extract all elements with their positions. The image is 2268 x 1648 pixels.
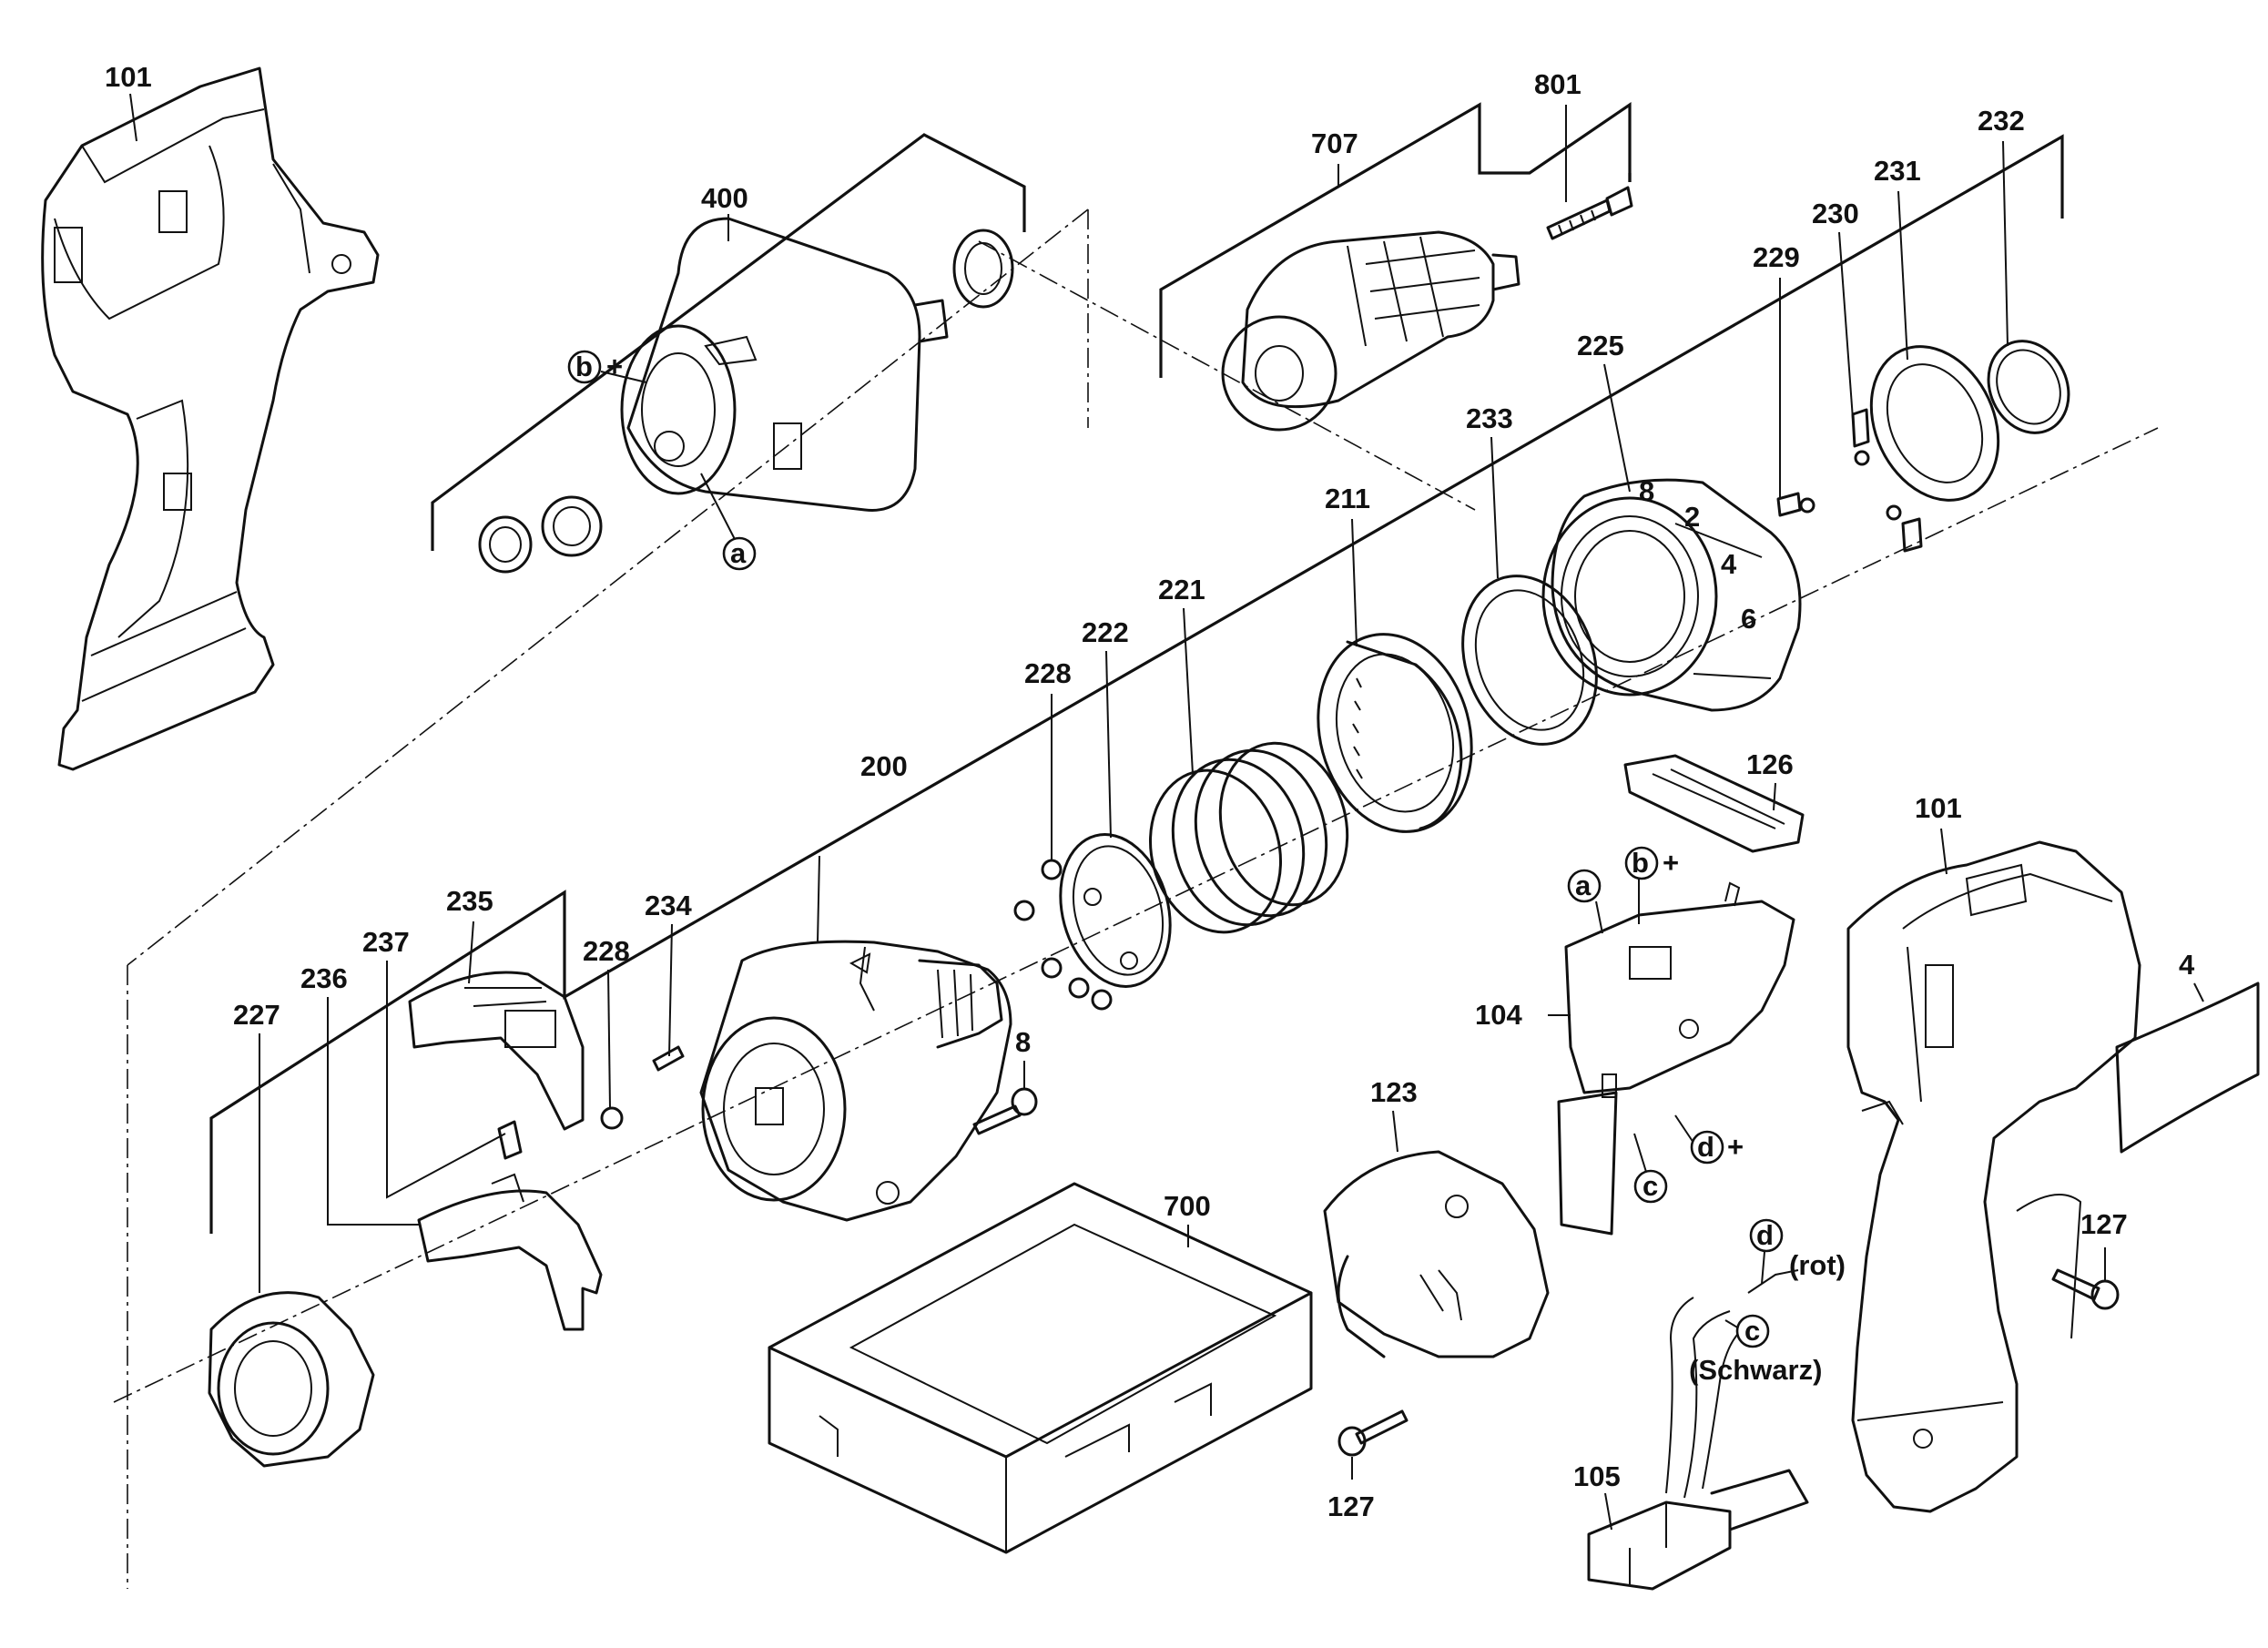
clutch-number-4: 4: [1721, 548, 1737, 580]
wire-c-color: (Schwarz): [1689, 1354, 1822, 1386]
connection-markers: b + a a b + d + c d (rot) c (Schwarz): [567, 350, 1846, 1386]
label-127-bottom: 127: [1327, 1490, 1375, 1522]
wire-d-color: (rot): [1789, 1249, 1846, 1281]
ring-227: [208, 1291, 375, 1468]
housing-half-left: [41, 66, 380, 771]
part-labels: 101 400 707 801 232 231 230 229 225 233 …: [105, 61, 2195, 1522]
thrust-washer-222: [1059, 833, 1172, 988]
label-235: 235: [446, 885, 493, 917]
label-801: 801: [1534, 68, 1581, 100]
marker-switch-b: b: [1632, 847, 1649, 879]
label-227: 227: [233, 999, 280, 1031]
label-8: 8: [1015, 1026, 1031, 1058]
housing-assembled: [1846, 840, 2141, 1513]
marker-motor-a: a: [730, 537, 747, 569]
slider-126: [1623, 754, 1805, 853]
clutch-number-8: 8: [1639, 475, 1654, 507]
label-101-top: 101: [105, 61, 152, 93]
marker-motor-b: b: [575, 351, 593, 382]
label-101-right: 101: [1915, 792, 1962, 824]
clutch-number-6: 6: [1741, 603, 1756, 635]
label-221: 221: [1158, 574, 1205, 605]
ring-gear-211: [1317, 633, 1473, 833]
shift-cover-235: [408, 971, 585, 1131]
label-123: 123: [1370, 1076, 1418, 1108]
motor-assembly: [478, 217, 1014, 574]
balls-228-upper: [1013, 859, 1113, 1011]
marker-switch-d: d: [1697, 1131, 1714, 1163]
marker-switch-b-plus: +: [1663, 847, 1679, 879]
label-229: 229: [1753, 241, 1800, 273]
label-707: 707: [1311, 127, 1358, 159]
label-232: 232: [1978, 105, 2025, 137]
label-228-lower: 228: [583, 935, 630, 967]
spring-221: [1148, 741, 1349, 934]
label-236: 236: [300, 962, 348, 994]
spring-ball-229: [1776, 492, 1815, 517]
clutch-ring-225: 8 2 4 6: [1541, 475, 1802, 712]
label-200: 200: [860, 750, 908, 782]
label-234: 234: [645, 890, 692, 921]
marker-switch-a: a: [1575, 870, 1592, 901]
marker-switch-c: c: [1643, 1170, 1658, 1202]
label-105: 105: [1573, 1460, 1621, 1492]
marker-switch-d-plus: +: [1727, 1131, 1744, 1163]
label-126: 126: [1746, 748, 1794, 780]
gearbox-200: [699, 940, 1012, 1222]
label-225: 225: [1577, 330, 1624, 361]
marker-wire-d: d: [1756, 1219, 1774, 1251]
clutch-number-2: 2: [1684, 501, 1700, 533]
motor-cap-123: [1323, 1150, 1550, 1358]
label-231: 231: [1874, 155, 1921, 187]
spring-237: [497, 1120, 523, 1160]
shift-cover-236: [417, 1173, 603, 1331]
label-228-upper: 228: [1024, 657, 1072, 689]
group-brackets: [209, 101, 2064, 1234]
label-237: 237: [362, 926, 410, 958]
marker-wire-c: c: [1744, 1315, 1760, 1347]
screw-127-right: [2051, 1268, 2120, 1310]
label-222: 222: [1082, 616, 1129, 648]
label-104: 104: [1475, 999, 1522, 1031]
label-127-right: 127: [2080, 1208, 2128, 1240]
washer-231: [1869, 345, 2000, 502]
label-700: 700: [1164, 1190, 1211, 1222]
carrying-case-700: [768, 1182, 1313, 1554]
switch-104: [1557, 881, 1795, 1236]
leader-lines: [129, 93, 2204, 1531]
label-211: 211: [1325, 483, 1370, 514]
screw-127-bottom: [1337, 1409, 1409, 1457]
ring-232: [1987, 340, 2070, 434]
spring-234: [652, 1045, 685, 1072]
terminal-105: [1587, 1269, 1809, 1591]
label-233: 233: [1466, 402, 1513, 434]
label-230: 230: [1812, 198, 1859, 229]
ball-228-lower: [600, 1106, 624, 1130]
keyless-chuck: [1221, 230, 1520, 432]
assembly-axes: [113, 209, 2159, 1589]
marker-motor-b-plus: +: [606, 351, 623, 382]
label-4: [2115, 982, 2260, 1154]
label-400: 400: [701, 182, 748, 214]
spring-ball-230: [1851, 408, 1923, 553]
washer-233: [1461, 575, 1598, 746]
chuck-screw: [1546, 186, 1633, 240]
label-4: 4: [2179, 949, 2195, 981]
